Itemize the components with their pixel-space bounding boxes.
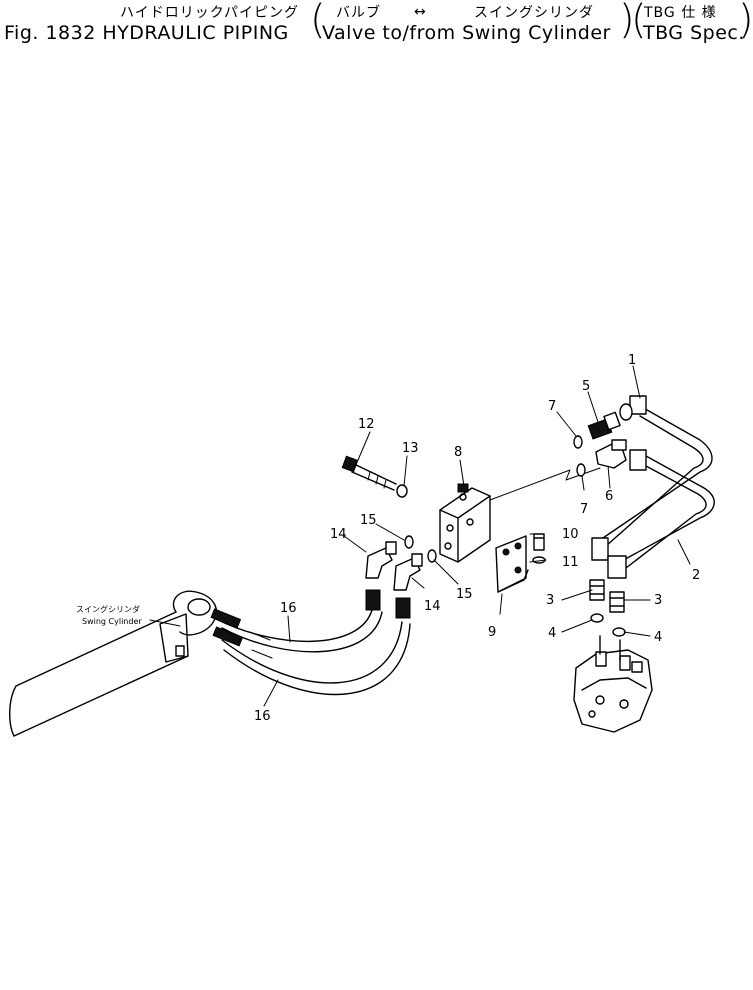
callout-15-right: 15 — [456, 587, 473, 602]
callout-3-left: 3 — [546, 593, 554, 608]
tube-1 — [591, 395, 713, 561]
leader-lines — [263, 365, 691, 707]
callout-4-right: 4 — [654, 630, 662, 645]
callout-1: 1 — [628, 353, 636, 368]
o-ring-15-b — [427, 549, 437, 563]
callout-11: 11 — [562, 555, 579, 570]
hose-16 — [210, 589, 411, 696]
o-ring-4-b — [612, 627, 626, 637]
jp-arrow: ↔ — [414, 4, 427, 20]
jp-title: ハイドロリックパイピング — [120, 5, 300, 21]
jp-valve: バルブ — [336, 5, 381, 21]
control-valve-body — [573, 635, 653, 733]
jp-spec: TBG 仕 様 — [644, 5, 717, 21]
elbow-6 — [595, 439, 627, 469]
callout-3-right: 3 — [654, 593, 662, 608]
callout-2: 2 — [692, 568, 700, 583]
swing-cylinder — [9, 590, 217, 737]
o-ring-15-a — [404, 535, 414, 549]
callout-16-bottom: 16 — [254, 709, 271, 724]
bolt-12 — [341, 455, 397, 491]
callout-16-top: 16 — [280, 601, 297, 616]
callout-7-bottom: 7 — [580, 502, 588, 517]
bracket-9 — [495, 535, 529, 593]
callout-13: 13 — [402, 441, 419, 456]
callout-8: 8 — [454, 445, 462, 460]
callout-10: 10 — [562, 527, 579, 542]
callout-numbers: 1 2 3 3 4 4 5 6 7 7 8 9 10 11 12 13 14 1… — [254, 353, 700, 724]
left-paren-2: ( — [631, 0, 647, 43]
callout-9: 9 — [488, 625, 496, 640]
callout-12: 12 — [358, 417, 375, 432]
adapter-3 — [589, 579, 625, 613]
o-ring-4-a — [590, 613, 604, 623]
cylinder-label: スイングシリンダ Swing Cylinder — [76, 604, 181, 627]
callout-14-left: 14 — [330, 527, 347, 542]
cylinder-label-en: Swing Cylinder — [82, 617, 142, 626]
figure-subtitle: Valve to/from Swing Cylinder — [322, 22, 611, 44]
right-paren-2: ) — [738, 0, 753, 43]
elbow-14 — [365, 541, 423, 591]
bolt-10 — [533, 533, 545, 551]
right-paren-1: ) — [619, 0, 635, 43]
fitting-5 — [587, 411, 621, 440]
callout-15-left: 15 — [360, 513, 377, 528]
cylinder-label-jp: スイングシリンダ — [76, 604, 140, 614]
callout-7-top: 7 — [548, 399, 556, 414]
left-paren-1: ( — [310, 0, 326, 43]
o-ring-7-b — [576, 463, 586, 477]
figure-title: Fig. 1832 HYDRAULIC PIPING — [4, 22, 289, 44]
jp-cylinder: スイングシリンダ — [474, 5, 594, 21]
callout-4-left: 4 — [548, 626, 556, 641]
callout-14-right: 14 — [424, 599, 441, 614]
callout-6: 6 — [605, 489, 613, 504]
washer-13 — [396, 484, 408, 498]
tube-2 — [607, 449, 715, 579]
o-ring-7-a — [573, 435, 583, 449]
callout-5: 5 — [582, 379, 590, 394]
figure-spec: TBG Spec. — [643, 22, 745, 44]
